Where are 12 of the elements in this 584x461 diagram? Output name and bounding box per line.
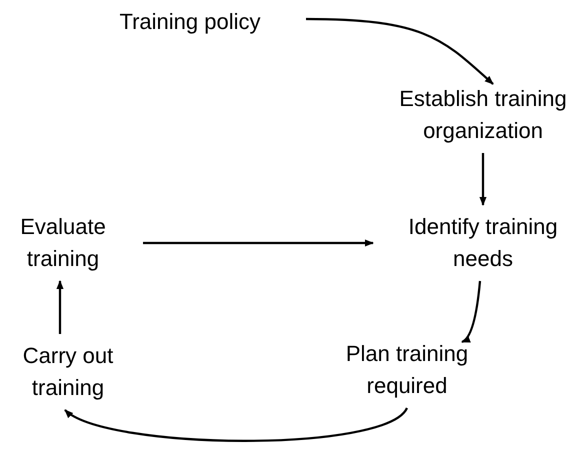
step-label: Plan training required [344,340,470,400]
step-label: Carry out training [22,342,114,402]
arrow [64,407,408,442]
arrow [306,18,494,85]
arrow [461,280,482,343]
step-label: Establish training organization [398,85,568,145]
arrow [479,153,487,206]
step-label: Identify training needs [407,213,559,273]
arrow [56,280,64,334]
step-label: Evaluate training [19,213,107,273]
arrow [143,239,374,247]
step-label: Training policy [118,8,262,36]
